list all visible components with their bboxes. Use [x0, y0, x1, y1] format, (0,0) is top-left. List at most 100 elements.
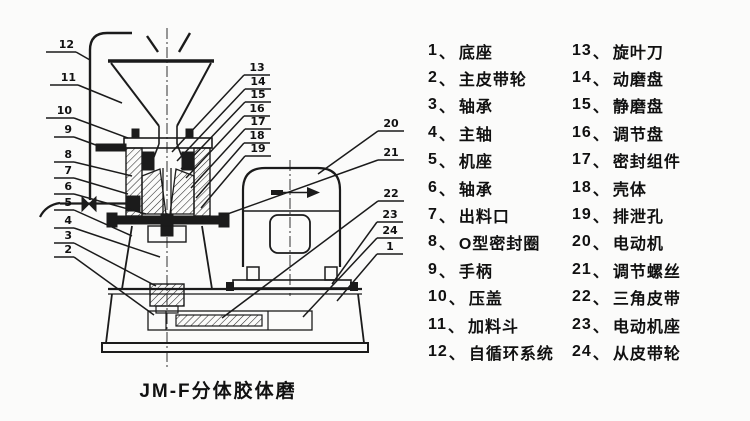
parts-list-item-18: 18、壳体 — [572, 174, 681, 201]
part-name: 电动机 — [612, 236, 664, 254]
part-name: 主皮带轮 — [458, 72, 527, 90]
parts-list-column-2: 13、旋叶刀 14、动磨盘 15、静磨盘 16、调节盘 17、密封组件 18、壳… — [572, 37, 681, 366]
part-name: 从皮带轮 — [612, 345, 681, 363]
parts-list-item-8: 8、O型密封圈 — [428, 229, 554, 256]
part-number: 22 — [572, 288, 592, 306]
rotation-arrow-tail — [271, 190, 283, 195]
part-separator: 、 — [592, 44, 610, 62]
part-name: 底座 — [458, 44, 493, 62]
callout-2: 2 — [64, 243, 72, 256]
callout-22: 22 — [383, 187, 398, 200]
part-separator: 、 — [592, 154, 610, 172]
callout-13: 13 — [249, 61, 264, 74]
parts-list-item-11: 11、加料斗 — [428, 311, 554, 338]
part-number: 20 — [572, 233, 592, 251]
part-name: 旋叶刀 — [612, 44, 664, 62]
part-name: 轴承 — [458, 99, 493, 117]
parts-list-item-4: 4、主轴 — [428, 119, 554, 146]
base-platform — [101, 287, 369, 353]
part-number: 16 — [572, 123, 592, 141]
part-separator: 、 — [592, 181, 610, 199]
parts-list-item-19: 19、排泄孔 — [572, 201, 681, 228]
parts-list-item-16: 16、调节盘 — [572, 119, 681, 146]
callout-6: 6 — [64, 180, 72, 193]
callout-19: 19 — [250, 142, 265, 155]
parts-list-item-20: 20、电动机 — [572, 229, 681, 256]
callout-24: 24 — [382, 224, 398, 237]
parts-list-item-9: 9、手柄 — [428, 256, 554, 283]
parts-list-item-22: 22、三角皮带 — [572, 284, 681, 311]
parts-list-item-13: 13、旋叶刀 — [572, 37, 681, 64]
callout-10: 10 — [57, 104, 73, 117]
part-separator: 、 — [438, 44, 456, 62]
part-name: 机座 — [458, 154, 493, 172]
part-name: 自循环系统 — [468, 345, 554, 363]
part-name: 调节螺丝 — [612, 263, 681, 281]
part-number: 5 — [428, 151, 438, 169]
machine-line-drawing: 12 11 10 9 8 7 6 5 4 3 2 13 14 15 16 17 … — [39, 28, 404, 368]
parts-list-item-3: 3、轴承 — [428, 92, 554, 119]
part-number: 10 — [428, 288, 448, 306]
part-separator: 、 — [448, 291, 466, 309]
electric-motor — [226, 166, 358, 291]
part-number: 3 — [428, 96, 438, 114]
part-number: 12 — [428, 342, 448, 360]
rotation-arrow-head — [307, 187, 320, 198]
callout-14: 14 — [250, 75, 266, 88]
part-separator: 、 — [447, 318, 465, 336]
part-separator: 、 — [438, 154, 456, 172]
v-belt — [175, 314, 263, 327]
callout-18: 18 — [249, 129, 264, 142]
callout-8: 8 — [64, 148, 72, 161]
part-number: 6 — [428, 178, 438, 196]
parts-list-item-10: 10、压盖 — [428, 284, 554, 311]
grinding-chamber — [95, 128, 230, 243]
part-separator: 、 — [592, 209, 610, 227]
part-separator: 、 — [438, 181, 456, 199]
part-number: 11 — [428, 315, 447, 333]
part-name: 动磨盘 — [612, 72, 664, 90]
part-number: 7 — [428, 206, 438, 224]
parts-list-item-1: 1、底座 — [428, 37, 554, 64]
part-separator: 、 — [592, 72, 610, 90]
part-number: 13 — [572, 41, 592, 59]
part-separator: 、 — [592, 236, 610, 254]
center-lines — [166, 28, 291, 368]
parts-list-item-14: 14、动磨盘 — [572, 64, 681, 91]
part-separator: 、 — [592, 318, 610, 336]
part-number: 4 — [428, 123, 438, 141]
part-name: 轴承 — [458, 181, 493, 199]
part-separator: 、 — [438, 236, 456, 254]
part-name: 密封组件 — [612, 154, 681, 172]
part-number: 9 — [428, 260, 438, 278]
parts-list-item-7: 7、出料口 — [428, 201, 554, 228]
part-separator: 、 — [592, 126, 610, 144]
callout-underlines — [46, 51, 404, 258]
part-name: 出料口 — [458, 209, 510, 227]
pedestal — [121, 225, 213, 290]
callout-9: 9 — [64, 123, 72, 136]
callout-7: 7 — [64, 164, 72, 177]
part-separator: 、 — [592, 99, 610, 117]
part-name: 调节盘 — [612, 126, 664, 144]
part-number: 2 — [428, 69, 438, 87]
part-name: 手柄 — [458, 263, 493, 281]
callout-17: 17 — [250, 115, 265, 128]
parts-list-item-12: 12、自循环系统 — [428, 338, 554, 365]
parts-list-item-21: 21、调节螺丝 — [572, 256, 681, 283]
part-separator: 、 — [438, 99, 456, 117]
part-separator: 、 — [438, 209, 456, 227]
callout-20: 20 — [383, 117, 399, 130]
feed-hopper — [108, 59, 214, 163]
part-name: O型密封圈 — [458, 236, 541, 254]
callout-numbers: 12 11 10 9 8 7 6 5 4 3 2 13 14 15 16 17 … — [57, 38, 399, 256]
parts-list-item-2: 2、主皮带轮 — [428, 64, 554, 91]
part-name: 加料斗 — [467, 318, 519, 336]
part-name: 主轴 — [458, 126, 493, 144]
callout-5: 5 — [64, 196, 72, 209]
part-separator: 、 — [438, 126, 456, 144]
callout-1: 1 — [386, 240, 394, 253]
part-number: 21 — [572, 260, 592, 278]
part-number: 8 — [428, 233, 438, 251]
